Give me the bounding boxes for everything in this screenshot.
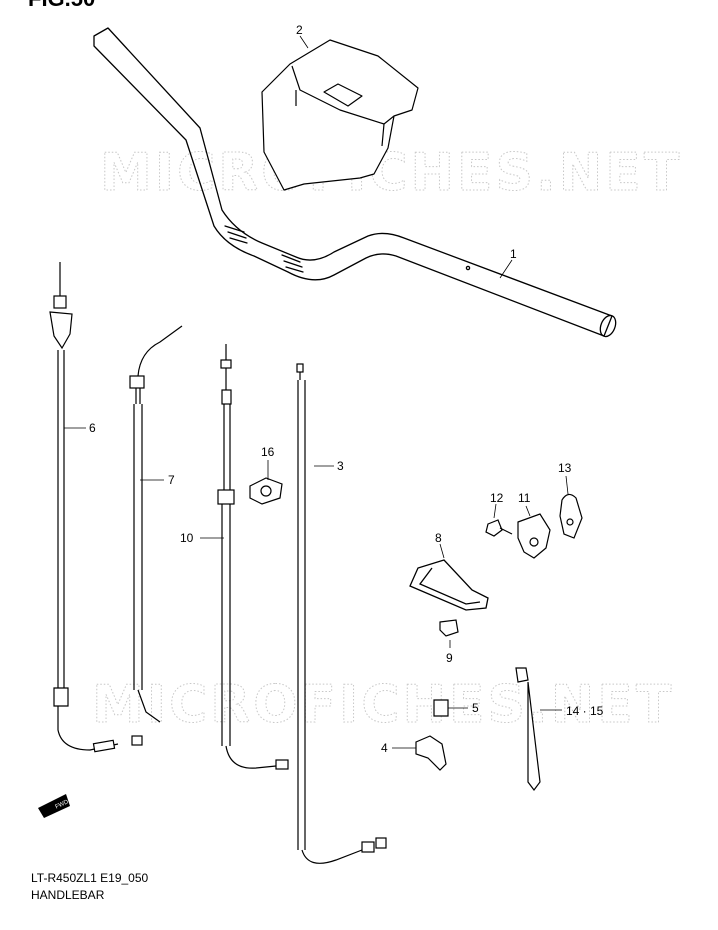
fwd-label: FWD	[55, 799, 71, 810]
callout-14-15: 14 · 15	[566, 704, 604, 718]
callout-3: 3	[337, 459, 344, 473]
cable-7	[129, 325, 183, 723]
bolt-12	[485, 519, 513, 537]
guide-8	[409, 559, 489, 611]
watermark-top: MICROFICHES.NET	[100, 143, 682, 203]
callout-8: 8	[435, 531, 442, 545]
clamp-13	[559, 493, 583, 539]
callout-11: 11	[518, 491, 531, 505]
cable-3	[296, 363, 387, 864]
fwd-direction-badge: FWD	[38, 794, 70, 818]
model-code: LT-R450ZL1 E19_050	[31, 871, 149, 885]
bolt-5	[433, 699, 449, 717]
handlebar-cover	[261, 39, 419, 191]
callouts	[64, 35, 569, 749]
switch-14-15	[515, 667, 541, 791]
callout-1: 1	[510, 247, 517, 261]
callout-10: 10	[180, 531, 194, 545]
callout-4: 4	[381, 741, 388, 755]
figure-title: FIG.50	[28, 0, 95, 12]
cable-10	[217, 344, 289, 770]
clamp-16	[249, 477, 283, 505]
assembly-name: HANDLEBAR	[31, 888, 105, 902]
callout-labels: 2 1 3 4 5 6 7 8 9 10 11 12 13 14 · 15 16	[89, 23, 604, 755]
bolt-9	[439, 619, 459, 637]
clamp-11	[517, 513, 551, 559]
callout-9: 9	[446, 651, 453, 665]
callout-6: 6	[89, 421, 96, 435]
callout-2: 2	[296, 23, 303, 37]
callout-5: 5	[472, 701, 479, 715]
cable-6	[49, 262, 143, 753]
callout-13: 13	[558, 461, 572, 475]
callout-7: 7	[168, 473, 175, 487]
handlebar	[93, 27, 617, 338]
callout-12: 12	[490, 491, 504, 505]
bracket-4	[415, 735, 447, 771]
watermark-bottom: MICROFICHES.NET	[92, 675, 674, 735]
callout-16: 16	[261, 445, 275, 459]
